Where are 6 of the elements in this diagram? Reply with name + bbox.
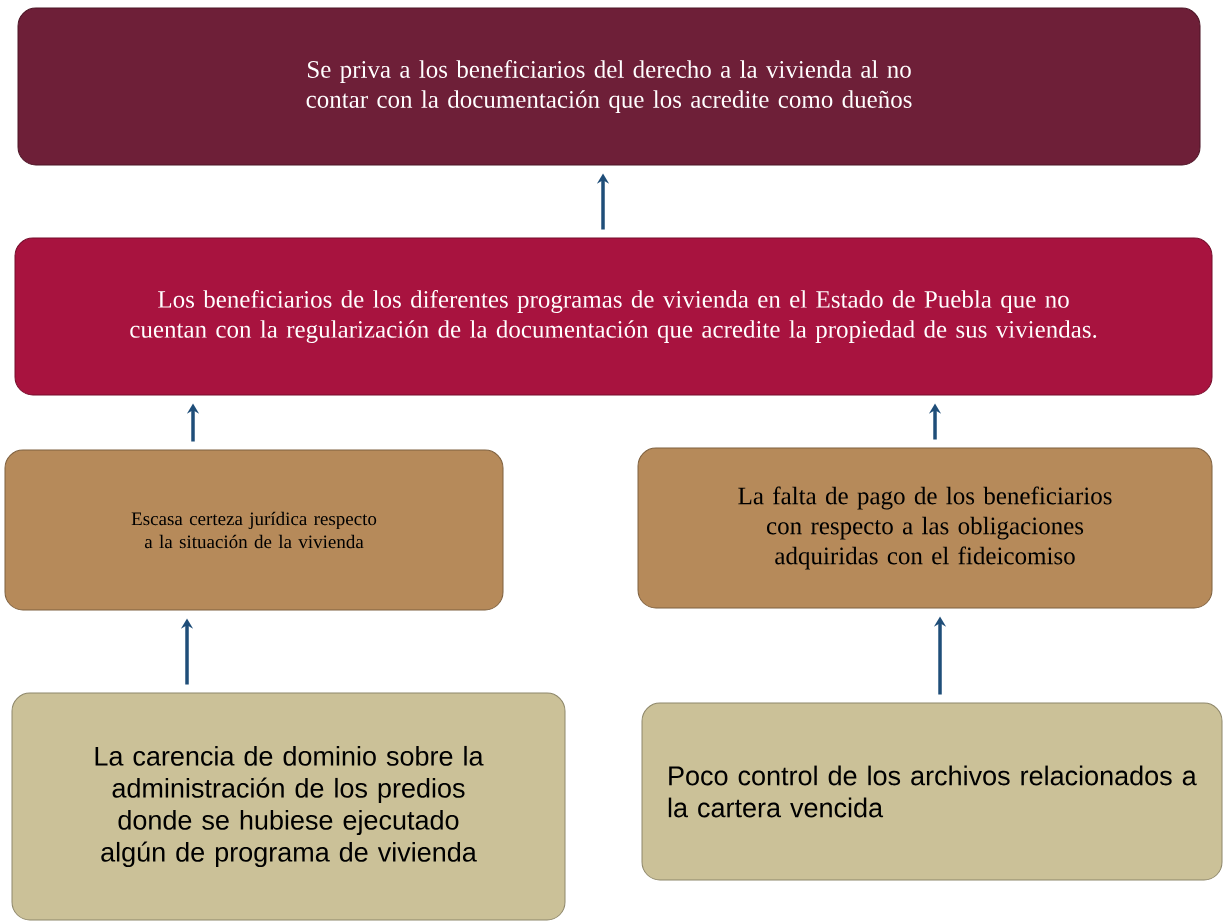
process-box: Escasa certeza jurídica respecto a la situación de la vivienda bbox=[4, 449, 504, 611]
process-box: La falta de pago de los beneficiarios con respecto a las obligaciones adquiridas con el fideicomiso bbox=[637, 447, 1213, 609]
process-box: Poco control de los archivos relacionados a la cartera vencida bbox=[641, 702, 1223, 881]
process-box: Los beneficiarios de los diferentes programas de vivienda en el Estado de Puebla que no cuentan con la regularización de la documentación que acredite la propiedad de sus viviendas. bbox=[14, 237, 1213, 396]
process-box: Se priva a los beneficiarios del derecho a la vivienda al no contar con la documentación que los acredite como dueños bbox=[17, 7, 1201, 166]
process-box: La carencia de dominio sobre la administración de los predios donde se hubiese ejecutado algún de programa de vivienda bbox=[11, 692, 566, 921]
